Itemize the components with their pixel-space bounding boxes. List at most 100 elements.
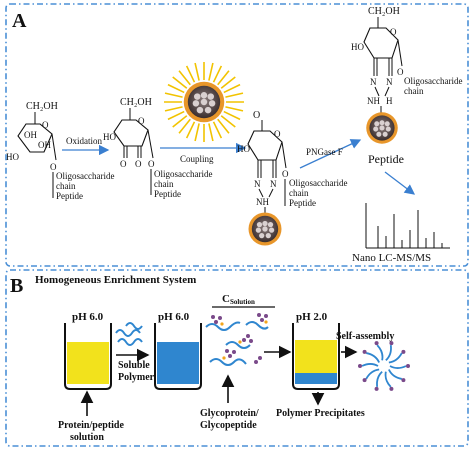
spike xyxy=(167,83,185,94)
aggregate-glycan xyxy=(358,364,362,368)
panel-a-letter: A xyxy=(12,10,27,32)
sugar1-chain: chain xyxy=(56,181,76,191)
panel-b-frame xyxy=(5,269,469,447)
panel-a-frame xyxy=(5,3,469,267)
sugar3-oligo: Oligosaccharide xyxy=(289,178,347,188)
aggregate-glycan xyxy=(374,386,379,391)
beaker-2: pH 6.0 xyxy=(154,311,202,390)
beaker-3: pH 2.0 xyxy=(292,311,340,390)
c-solution-label: CSolution xyxy=(222,293,255,306)
spike xyxy=(225,92,244,98)
sugar4-n2: N xyxy=(386,77,393,87)
sugar4-nh: NH xyxy=(367,96,380,106)
aggregate-arm xyxy=(365,368,380,380)
sugar2-o: O xyxy=(138,116,145,126)
spike xyxy=(178,70,191,86)
sugar2-peptide: Peptide xyxy=(154,189,181,199)
spiky-nanoparticle xyxy=(164,62,244,142)
spike xyxy=(208,123,214,142)
spike xyxy=(208,62,214,81)
sugar4-oligo: Oligosaccharide xyxy=(404,76,462,86)
pngase-label: PNGase F xyxy=(306,147,343,157)
protein-label-1: Protein/peptide xyxy=(58,420,124,431)
glyco-label-2: Glycopeptide xyxy=(200,420,257,431)
sugar3-o-link: O xyxy=(282,169,289,179)
sugar1-ch2oh: CH₂OH xyxy=(26,101,58,112)
sugar2-chain: chain xyxy=(154,179,174,189)
oxidation-label: Oxidation xyxy=(66,136,102,146)
nanoparticle-coupled xyxy=(248,212,282,246)
aggregate-arm xyxy=(389,365,407,369)
spike xyxy=(164,106,183,112)
sugar1-o-link: O xyxy=(50,162,57,172)
aggregate-glycan xyxy=(362,349,367,354)
aggregate-glycan xyxy=(401,378,406,383)
sugar1-ho: HO xyxy=(6,152,19,162)
soluble-label-2: Polymer xyxy=(118,372,155,383)
sugar3-o: O xyxy=(274,129,281,139)
precipitates-label: Polymer Precipitates xyxy=(276,408,365,419)
ms-arrow xyxy=(384,171,416,195)
aggregate-arm xyxy=(376,344,384,361)
sugar3-o-top: O xyxy=(253,110,260,121)
spike xyxy=(164,92,183,98)
spike xyxy=(172,115,188,128)
beaker1-ph: pH 6.0 xyxy=(72,311,104,323)
spike xyxy=(223,83,241,94)
nanoparticle-released xyxy=(366,112,398,144)
sugar4-o-link: O xyxy=(397,67,404,77)
peptide-label: Peptide xyxy=(368,152,404,166)
aggregate-arm xyxy=(385,344,392,361)
aggregate-glycan xyxy=(389,341,394,346)
beaker-1: pH 6.0 xyxy=(64,311,112,390)
sugar1-peptide: Peptide xyxy=(56,191,83,201)
sugar3-ho: HO xyxy=(237,144,250,154)
spike xyxy=(172,76,188,89)
sugar2-o-ald1: O xyxy=(120,159,127,169)
beaker3-ph: pH 2.0 xyxy=(296,311,328,323)
sugar2-o-link: O xyxy=(148,159,155,169)
spike xyxy=(217,118,230,134)
sugar-ring-1: CH₂OH O OH OH HO O Oligosaccharide chain… xyxy=(6,101,114,201)
aggregate-arm xyxy=(361,363,379,367)
released-glycan: CH₂OH O HO O Oligosaccharide chain N N N… xyxy=(351,6,462,114)
aggregate-glycan xyxy=(389,386,394,391)
coupled-glycan: O O HO O Oligosaccharide chain Peptide N… xyxy=(237,110,347,214)
spike xyxy=(223,110,241,121)
sugar4-o: O xyxy=(390,27,397,37)
spike xyxy=(167,110,185,121)
spike xyxy=(194,62,200,81)
spike xyxy=(220,76,236,89)
sugar-ring-2: CH₂OH O HO O O O Oligosaccharide chain P… xyxy=(103,97,212,199)
glyco-complexes xyxy=(205,313,269,366)
aggregate-glycan xyxy=(374,341,379,346)
self-assembly-label: Self-assembly xyxy=(336,331,394,342)
spike xyxy=(178,118,191,134)
spike xyxy=(185,121,196,139)
aggregate-arm xyxy=(376,371,383,388)
aggregate-glycan xyxy=(401,349,406,354)
spike xyxy=(220,115,236,128)
sugar1-oh-2: OH xyxy=(38,140,51,150)
sugar1-o: O xyxy=(42,120,49,130)
sugar4-chain: chain xyxy=(404,86,424,96)
sugar4-ch2oh: CH₂OH xyxy=(368,6,400,17)
spike xyxy=(212,65,223,83)
sugar4-n1: N xyxy=(370,77,377,87)
sugar3-peptide: Peptide xyxy=(289,198,316,208)
sugar2-ho: HO xyxy=(103,132,116,142)
sugar3-n2: N xyxy=(270,179,277,189)
aggregate-arm xyxy=(366,352,380,363)
spike xyxy=(217,70,230,86)
sugar3-nh: NH xyxy=(256,197,269,207)
sugar1-oligo: Oligosaccharide xyxy=(56,171,114,181)
ms-spectrum xyxy=(365,203,450,249)
pngase-arrow xyxy=(299,139,362,169)
sugar4-h: H xyxy=(386,96,393,106)
spike xyxy=(225,106,244,112)
beaker2-ph: pH 6.0 xyxy=(158,311,190,323)
sugar4-ho: HO xyxy=(351,42,364,52)
panel-b-title: Homogeneous Enrichment System xyxy=(35,274,196,286)
spike xyxy=(194,123,200,142)
